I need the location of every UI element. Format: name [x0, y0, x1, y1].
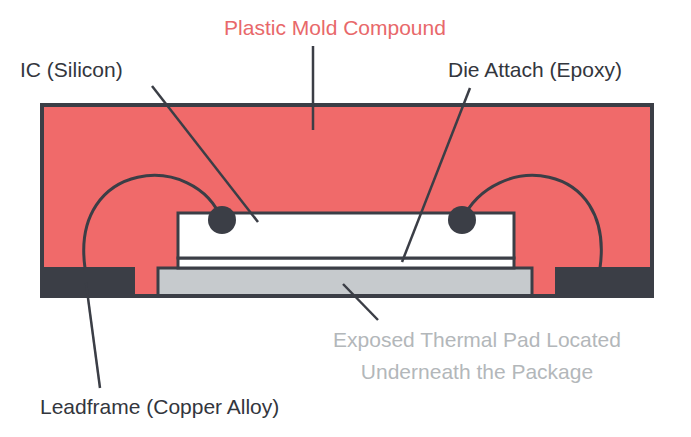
part-label: Leadframe (Copper Alloy)	[40, 391, 360, 423]
leader-line	[402, 88, 470, 262]
bond-wire	[84, 175, 222, 268]
thermal-pad	[158, 268, 532, 296]
bond-wire	[462, 175, 601, 268]
part-label: Plastic Mold Compound	[175, 12, 495, 44]
leadframe-right	[555, 267, 652, 296]
part-label: Exposed Thermal Pad Located Underneath t…	[312, 324, 642, 388]
package-bottom	[42, 294, 652, 298]
leader-line	[312, 46, 315, 130]
bond-ball	[448, 206, 476, 234]
part-label: Die Attach (Epoxy)	[448, 54, 678, 86]
leader-line	[86, 283, 100, 388]
mold-compound	[42, 105, 652, 296]
leader-line	[343, 284, 378, 320]
leadframe-left	[42, 267, 135, 296]
bond-ball	[208, 206, 236, 234]
part-label: IC (Silicon)	[20, 54, 170, 86]
leader-line	[152, 86, 258, 222]
